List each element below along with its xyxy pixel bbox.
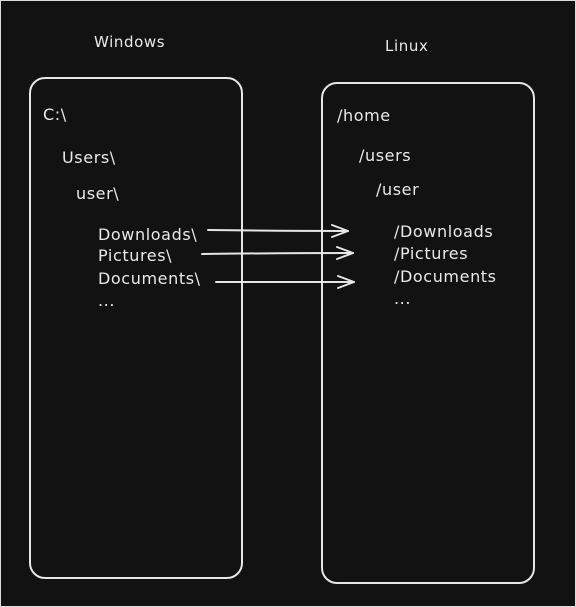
arrow-downloads: [207, 224, 349, 238]
linux-ellipsis: ...: [394, 289, 412, 308]
windows-users-folder: Users\: [62, 148, 116, 167]
linux-panel: [321, 82, 535, 584]
linux-users-folder: /users: [359, 146, 412, 165]
windows-drive: C:\: [43, 105, 67, 124]
windows-pictures-folder: Pictures\: [98, 246, 173, 265]
windows-downloads-folder: Downloads\: [98, 225, 198, 244]
linux-home-folder: /home: [337, 106, 391, 125]
linux-pictures-folder: /Pictures: [394, 244, 469, 263]
linux-title: Linux: [385, 37, 429, 55]
windows-panel: [29, 77, 243, 579]
linux-documents-folder: /Documents: [394, 267, 497, 286]
arrow-documents: [215, 275, 355, 289]
windows-documents-folder: Documents\: [98, 269, 201, 288]
windows-ellipsis: ...: [98, 291, 116, 310]
linux-user-folder: /user: [376, 180, 420, 199]
windows-user-folder: user\: [76, 184, 120, 203]
arrow-pictures: [201, 246, 354, 260]
windows-title: Windows: [94, 33, 166, 51]
linux-downloads-folder: /Downloads: [394, 222, 494, 241]
